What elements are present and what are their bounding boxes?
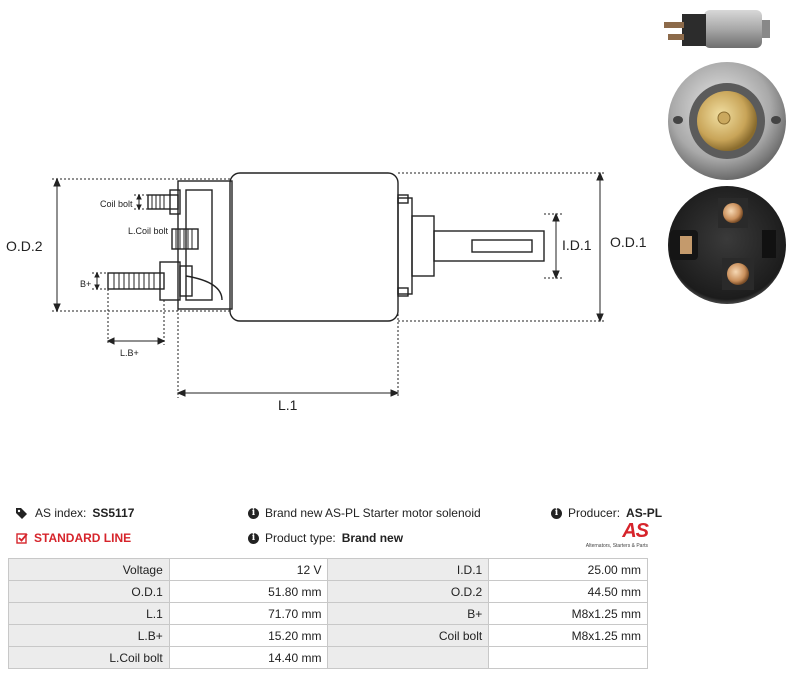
plunger-shaft [433,230,545,262]
front-flange [397,197,413,295]
b-plus-washer [179,265,193,297]
plunger-base [411,215,435,277]
spec-value: M8x1.25 mm [488,624,648,647]
table-row: L.B+ 15.20 mm Coil bolt M8x1.25 mm [8,624,648,647]
as-index-value: SS5117 [92,506,135,520]
info-icon: i [551,507,562,519]
label-l-coil-bolt: L.Coil bolt [128,226,169,236]
as-pl-logo: AS Alternators, Starters & Parts [585,520,649,552]
label-coil-bolt: Coil bolt [100,199,133,209]
spec-key [327,646,490,669]
tag-icon [16,508,27,519]
spec-key: L.B+ [8,624,170,647]
description-text: Brand new AS-PL Starter motor solenoid [265,506,481,520]
plunger-slot [471,239,533,253]
spec-key: O.D.1 [8,580,170,603]
logo-tagline: Alternators, Starters & Parts [585,543,648,549]
b-plus-bolt [107,272,165,290]
photo-front-view [668,62,786,180]
spec-value: 25.00 mm [488,558,648,581]
producer-row: i Producer: AS-PL [551,506,662,520]
technical-drawing: O.D.2 O.D.1 I.D.1 L.1 Coil bolt L.Coil b… [6,171,647,413]
label-od1: O.D.1 [610,234,647,250]
spec-key: I.D.1 [327,558,490,581]
producer-value: AS-PL [626,506,663,520]
table-row: O.D.1 51.80 mm O.D.2 44.50 mm [8,580,648,603]
solenoid-body [229,172,399,322]
spec-value: 12 V [168,558,329,581]
spec-key: B+ [327,602,490,625]
spec-key: Coil bolt [327,624,490,647]
b-plus-nut [159,261,181,301]
specs-table: Voltage 12 V I.D.1 25.00 mm O.D.1 51.80 … [8,558,648,669]
spec-key: O.D.2 [327,580,490,603]
standard-line-row: STANDARD LINE [16,531,131,545]
logo-mark: AS [622,520,649,542]
product-type-value: Brand new [341,531,404,545]
spec-key: L.Coil bolt [8,646,170,669]
checkbox-check-icon [16,533,28,544]
standard-line-label: STANDARD LINE [34,531,132,545]
label-lb-plus: L.B+ [120,348,139,358]
l-coil-terminal [171,228,199,250]
spec-key: Voltage [8,558,170,581]
spec-key: L.1 [8,602,170,625]
spec-value: 15.20 mm [168,624,329,647]
product-type-label: Product type: [265,531,336,545]
table-row: L.1 71.70 mm B+ M8x1.25 mm [8,602,648,625]
as-index-label: AS index: [35,506,87,520]
coil-bolt-nut [169,189,181,215]
rear-housing [177,180,233,310]
label-od2: O.D.2 [6,238,43,254]
label-b-plus: B+ [80,279,91,289]
label-id1: I.D.1 [562,237,592,253]
table-row: Voltage 12 V I.D.1 25.00 mm [8,558,648,581]
flange-tab-bottom [397,287,409,297]
producer-label: Producer: [568,506,621,520]
photo-side-view [664,10,770,48]
rear-cap [185,189,213,301]
table-row: L.Coil bolt 14.40 mm [8,646,648,669]
spec-value: 44.50 mm [488,580,648,603]
spec-value: 51.80 mm [168,580,329,603]
flange-tab-top [397,194,409,204]
spec-value: 14.40 mm [168,646,329,669]
spec-value: M8x1.25 mm [488,602,648,625]
info-icon: i [248,532,259,544]
product-type-row: i Product type: Brand new [248,531,403,545]
coil-bolt [147,194,179,210]
info-icon: i [248,507,259,519]
photo-rear-view [668,186,786,304]
as-index-row: AS index: SS5117 [16,506,134,520]
spec-value [488,646,648,669]
label-l1: L.1 [278,397,298,413]
description-row: i Brand new AS-PL Starter motor solenoid [248,506,481,520]
spec-value: 71.70 mm [168,602,329,625]
